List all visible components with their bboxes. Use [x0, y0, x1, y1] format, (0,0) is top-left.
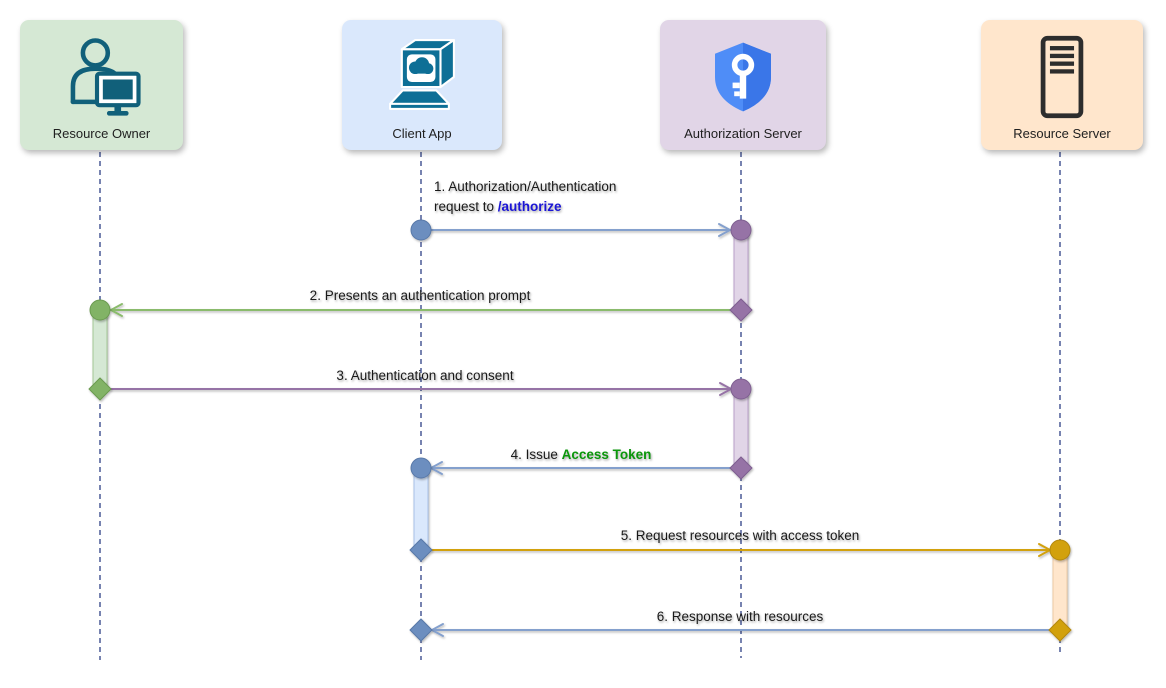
actor-authorization-server: Authorization Server [660, 20, 826, 150]
access-token-highlight: Access Token [561, 447, 652, 462]
marker-circle-msg1-client-app [410, 219, 432, 241]
terminal-cloud-icon [380, 28, 464, 126]
marker-circle-msg2-resource-owner [89, 299, 111, 321]
activation-bar-resource-server [1052, 549, 1068, 631]
server-icon [1036, 28, 1088, 126]
marker-diamond-msg6-resource-server [1048, 618, 1072, 642]
actor-label-authorization-server: Authorization Server [684, 126, 802, 141]
marker-diamond-msg3-resource-owner [88, 377, 112, 401]
authorize-endpoint-highlight: /authorize [497, 199, 562, 214]
activation-bar-auth-server-2 [733, 388, 749, 469]
marker-diamond-msg5-client-app [409, 538, 433, 562]
message-6-label: 6. Response with resources [656, 609, 824, 624]
activation-bar-auth-server-1 [733, 229, 749, 311]
actor-resource-server: Resource Server [981, 20, 1143, 150]
message-3-label: 3. Authentication and consent [336, 368, 514, 383]
marker-diamond-msg2-auth-server [729, 298, 753, 322]
marker-circle-msg5-resource-server [1049, 539, 1071, 561]
message-1-label: 1. Authorization/Authentication request … [434, 179, 617, 214]
shield-key-icon [703, 28, 783, 126]
message-2-arrow [110, 303, 742, 317]
marker-circle-msg3-auth-server [730, 378, 752, 400]
message-4-label: 4. Issue Access Token [510, 447, 652, 462]
person-monitor-icon [62, 28, 142, 126]
marker-diamond-msg6-client-app [409, 618, 433, 642]
actor-label-resource-owner: Resource Owner [52, 126, 151, 141]
actor-label-resource-server: Resource Server [1013, 126, 1111, 141]
message-5-label: 5. Request resources with access token [620, 528, 860, 543]
marker-circle-msg1-auth-server [730, 219, 752, 241]
activation-bar-resource-owner [92, 309, 108, 390]
marker-diamond-msg4-auth-server [729, 456, 753, 480]
marker-circle-msg4-client-app [410, 457, 432, 479]
actor-resource-owner: Resource Owner [20, 20, 183, 150]
message-2-label: 2. Presents an authentication prompt [309, 288, 531, 303]
actor-label-client-app: Client App [392, 126, 452, 141]
actor-client-app: Client App [342, 20, 502, 150]
message-1-arrow [430, 223, 731, 237]
activation-bar-client-app [413, 467, 429, 551]
